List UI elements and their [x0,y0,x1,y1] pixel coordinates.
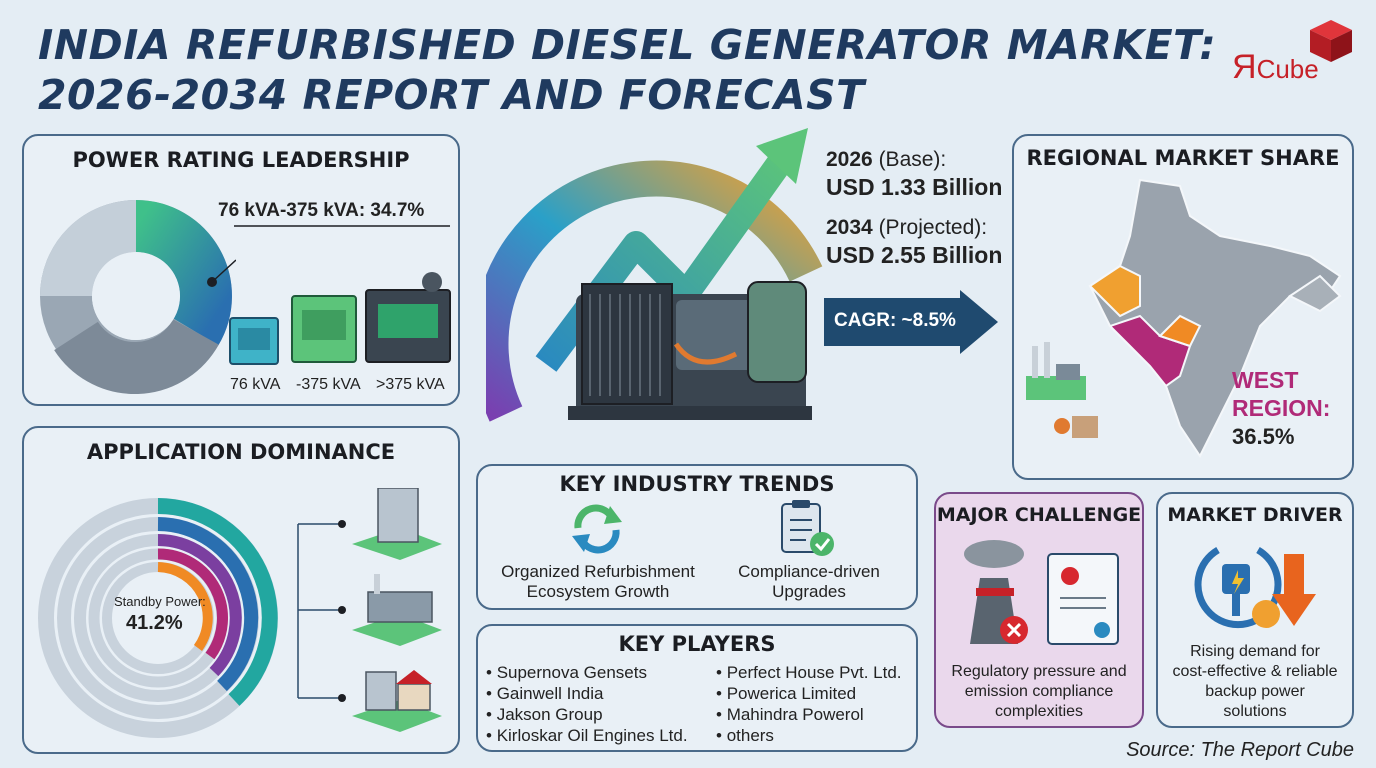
west-line-1: WEST [1232,367,1299,393]
title-line-2: 2026-2034 REPORT AND FORECAST [38,71,865,119]
power-rating-donut [40,200,236,394]
driver-title: MARKET DRIVER [1167,504,1343,526]
trend-1-line-1: Organized Refurbishment [501,562,695,581]
logo-wordmark: ЯCube [1232,48,1319,86]
application-radial-chart [38,498,278,738]
cagr-arrow [824,290,998,354]
challenge-line-3: complexities [994,703,1084,720]
trend-1-text: Organized Refurbishment Ecosystem Growth [478,562,718,602]
emission-icon [964,540,1119,645]
trend-2-line-1: Compliance-driven [738,562,880,581]
trend-2-line-2: Upgrades [772,582,846,601]
player-item: Gainwell India [486,683,688,704]
player-item: Perfect House Pvt. Ltd. [716,662,902,683]
leader-line [234,225,450,227]
proj-year-line: 2034 (Projected): [826,216,987,240]
large-generator-icon [365,272,451,363]
proj-note: (Projected): [878,216,988,239]
players-panel: KEY PLAYERS Supernova Gensets Gainwell I… [476,624,918,752]
player-item: others [716,725,902,746]
challenge-text: Regulatory pressure and emission complia… [936,662,1142,722]
source-credit: Source: The Report Cube [1126,739,1354,761]
power-rating-highlight: 76 kVA-375 kVA: 34.7% [218,200,425,221]
power-rating-panel: POWER RATING LEADERSHIP 76 kVA-375 kVA: … [22,134,460,406]
challenge-line-1: Regulatory pressure and [951,663,1127,680]
application-panel: APPLICATION DOMINANCE Standby Power: 41.… [22,426,460,754]
driver-line-3: backup power [1205,683,1305,700]
driver-text: Rising demand for cost-effective & relia… [1158,642,1352,722]
proj-year: 2034 [826,216,873,239]
players-title: KEY PLAYERS [618,632,776,656]
trend-2-text: Compliance-driven Upgrades [704,562,914,602]
base-year-line: 2026 (Base): [826,148,946,172]
challenge-panel: MAJOR CHALLENGE Regulatory pressure and … [934,492,1144,728]
player-item: Mahindra Powerol [716,704,902,725]
power-plug-icon [1194,546,1316,629]
rating-label-medium: -375 kVA [296,376,361,393]
title-line-1: INDIA REFURBISHED DIESEL GENERATOR MARKE… [38,21,1217,69]
west-region-label: WEST REGION: [1232,366,1330,422]
company-logo: ЯCube [1228,18,1358,86]
cube-icon [1310,20,1352,62]
west-region-value: 36.5% [1232,424,1295,449]
regional-panel: REGIONAL MARKET SHARE WEST REGION: 36.5% [1012,134,1354,480]
standby-value: 41.2% [126,612,183,634]
standby-label: Standby Power: [114,594,206,609]
trends-panel: KEY INDUSTRY TRENDS Organized Refurbishm… [476,464,918,610]
driver-line-1: Rising demand for [1190,643,1320,660]
india-map [1088,178,1342,458]
checklist-icon [781,500,834,556]
power-rating-title: POWER RATING LEADERSHIP [72,148,410,172]
west-line-2: REGION: [1232,395,1331,421]
application-icons [297,488,442,732]
page-title: INDIA REFURBISHED DIESEL GENERATOR MARKE… [38,20,1216,120]
rating-label-small: 76 kVA [230,376,281,393]
trends-title: KEY INDUSTRY TRENDS [559,472,835,496]
driver-line-2: cost-effective & reliable [1172,663,1338,680]
player-item: Kirloskar Oil Engines Ltd. [486,725,688,746]
base-year: 2026 [826,148,873,171]
generator-growth-illustration [486,128,823,422]
player-item: Supernova Gensets [486,662,688,683]
cagr-value: CAGR: ~8.5% [834,310,956,331]
driver-line-4: solutions [1223,703,1287,720]
medium-generator-icon [291,295,357,363]
base-value: USD 1.33 Billion [826,174,1003,200]
small-generator-icon [229,317,279,365]
application-title: APPLICATION DOMINANCE [86,440,396,464]
challenge-title: MAJOR CHALLENGE [936,504,1142,526]
players-list-left: Supernova Gensets Gainwell India Jakson … [486,662,688,746]
player-item: Jakson Group [486,704,688,725]
regional-title: REGIONAL MARKET SHARE [1026,146,1340,170]
proj-value: USD 2.55 Billion [826,242,1003,268]
base-note: (Base): [878,148,947,171]
trend-1-line-2: Ecosystem Growth [526,582,670,601]
driver-panel: MARKET DRIVER Rising demand for cost-eff… [1156,492,1354,728]
players-list-right: Perfect House Pvt. Ltd. Powerica Limited… [716,662,902,746]
refresh-icon [572,504,622,554]
player-item: Powerica Limited [716,683,902,704]
challenge-line-2: emission compliance [964,683,1114,700]
factory-icon [1026,342,1098,438]
rating-label-large: >375 kVA [376,376,445,393]
